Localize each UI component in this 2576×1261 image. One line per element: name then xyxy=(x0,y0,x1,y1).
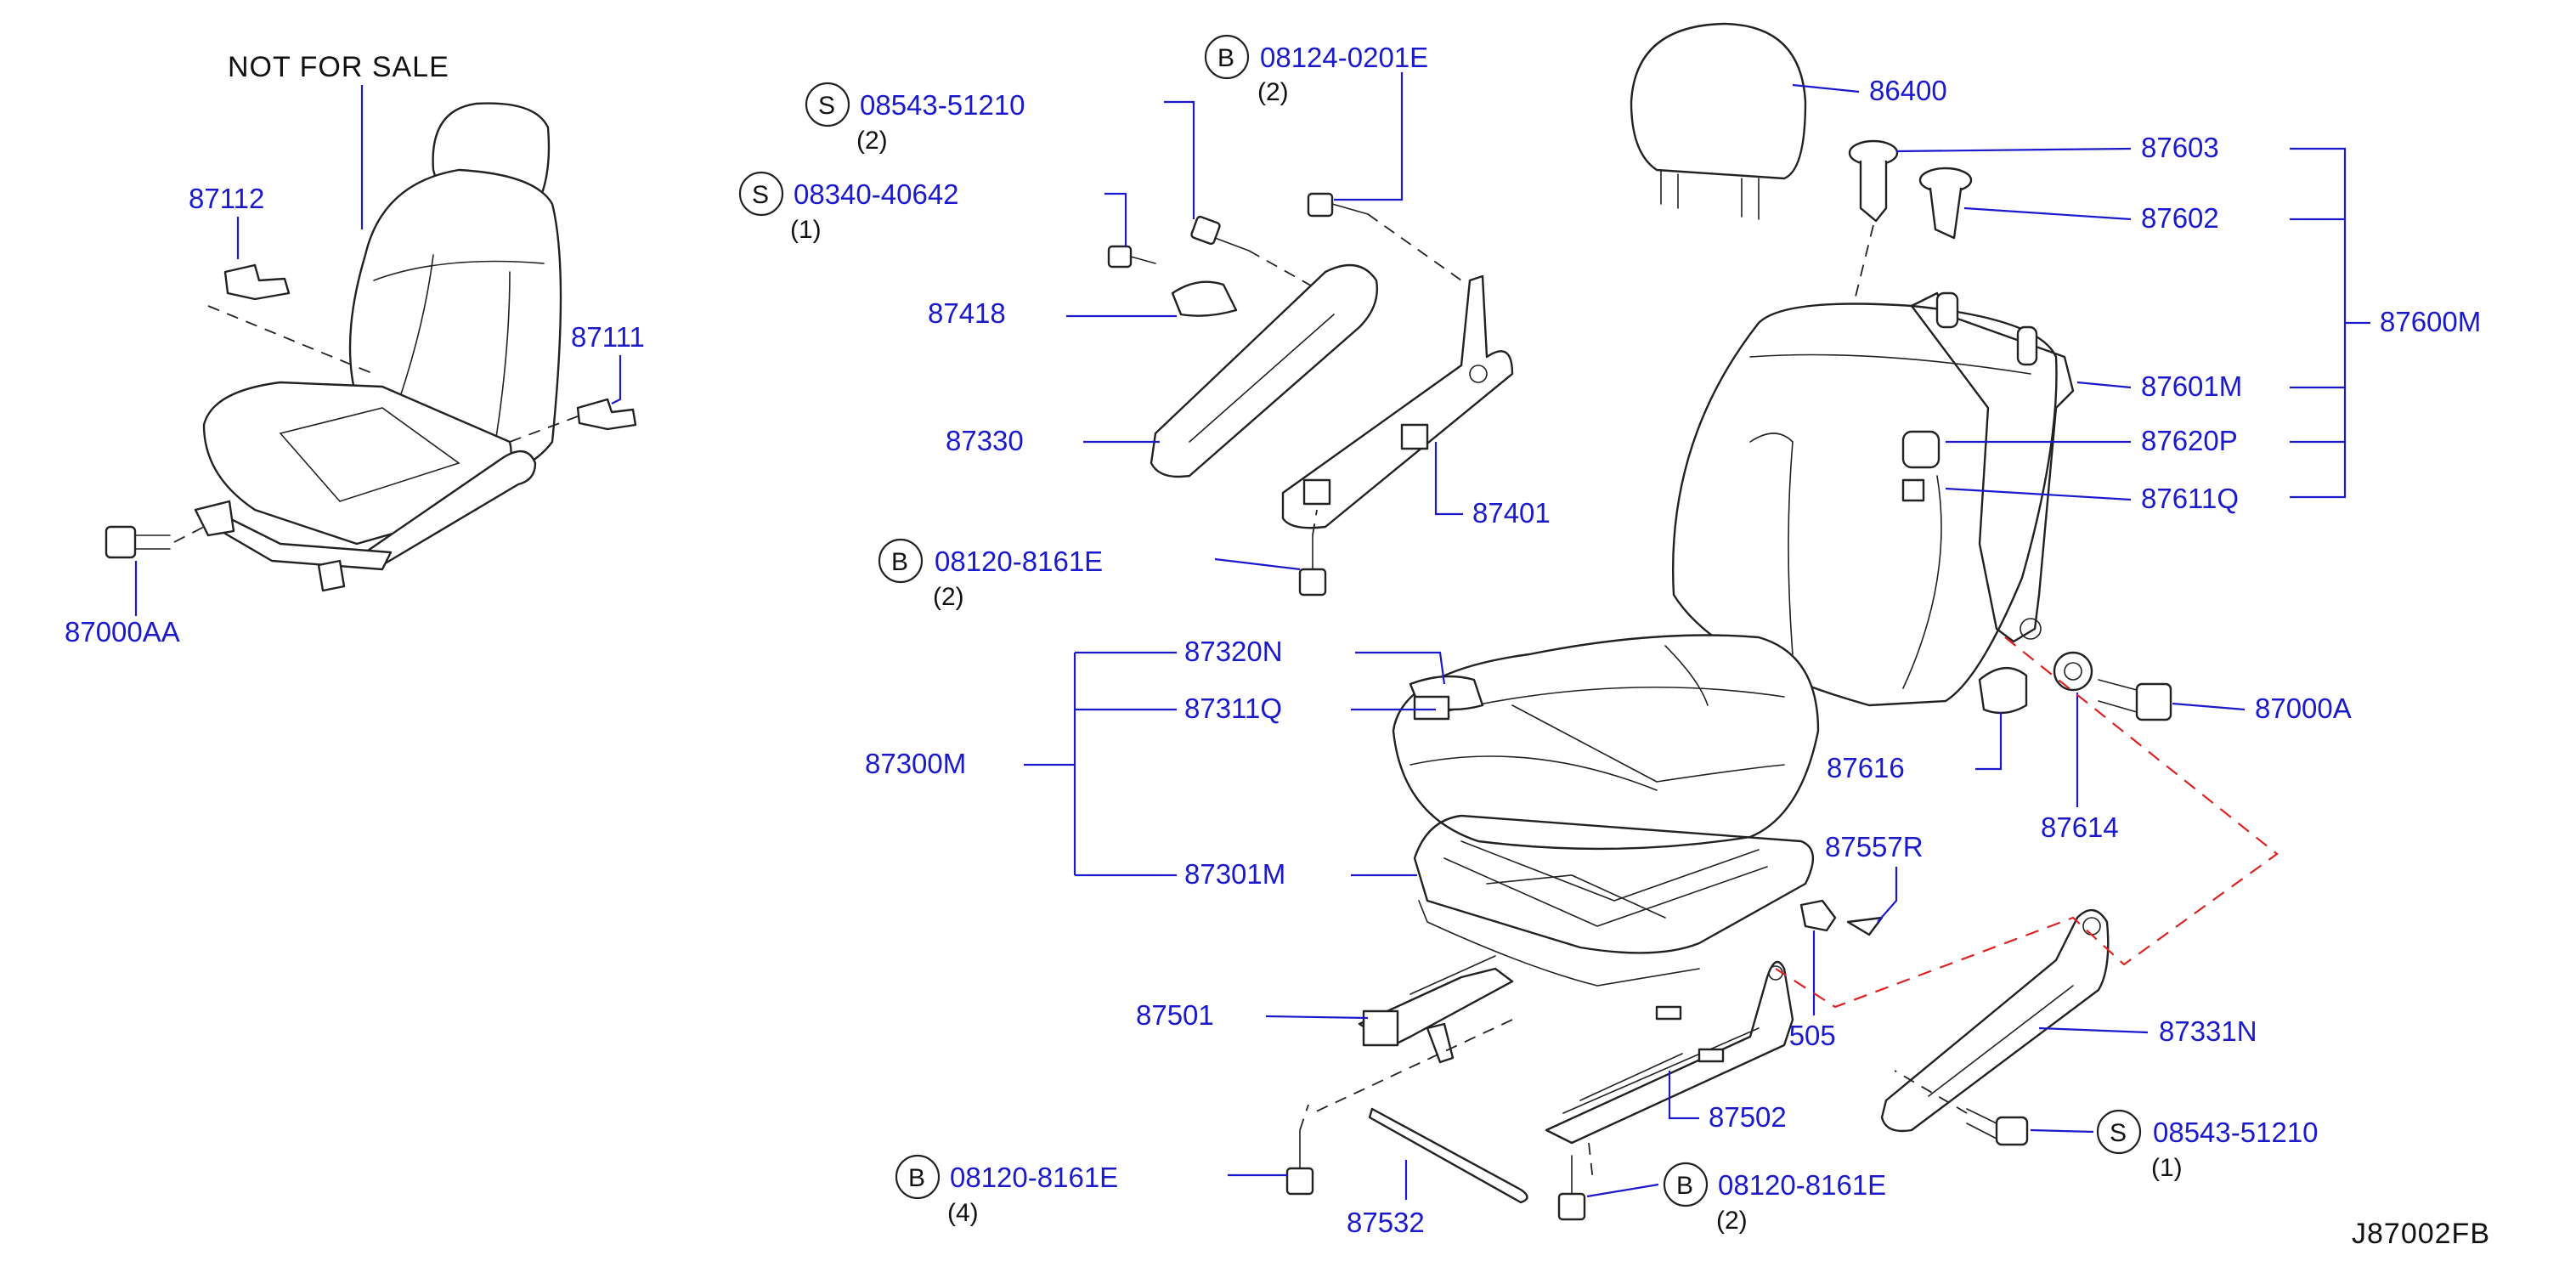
part-87616[interactable]: 87616 xyxy=(1827,752,1905,783)
svg-text:(2): (2) xyxy=(1716,1207,1748,1235)
cover-87331N-shape xyxy=(1880,909,2110,1133)
fastener-s2[interactable]: S 08340-40642 (1) xyxy=(738,171,959,244)
fastener-s1[interactable]: S 08543-51210 (2) xyxy=(805,82,1025,155)
svg-text:08120-8161E: 08120-8161E xyxy=(950,1162,1118,1193)
part-87602[interactable]: 87602 xyxy=(2141,202,2219,234)
clip-87611Q-shape xyxy=(1901,478,1925,502)
rail-87501-shape xyxy=(1358,955,1514,1064)
knob-87620P-shape xyxy=(1901,430,1940,469)
svg-text:(4): (4) xyxy=(947,1199,979,1227)
part-87331N[interactable]: 87331N xyxy=(2159,1015,2257,1047)
part-87401-shape xyxy=(1281,274,1514,529)
diagram-code: J87002FB xyxy=(2352,1218,2490,1250)
svg-text:(2): (2) xyxy=(1257,78,1289,106)
part-87418[interactable]: 87418 xyxy=(928,297,1006,329)
part-87532[interactable]: 87532 xyxy=(1347,1207,1425,1238)
svg-text:B: B xyxy=(891,548,908,576)
part-87000A[interactable]: 87000A xyxy=(2255,693,2352,724)
part-87502[interactable]: 87502 xyxy=(1709,1101,1787,1133)
part-87112[interactable]: 87112 xyxy=(189,183,264,214)
handle-87532-shape xyxy=(1368,1107,1528,1204)
bolt-b3-icon xyxy=(1285,1129,1314,1196)
part-87501[interactable]: 87501 xyxy=(1136,999,1214,1031)
part-87000AA[interactable]: 87000AA xyxy=(65,616,180,647)
fastener-b4[interactable]: B 08120-8161E (2) xyxy=(1663,1162,1886,1235)
fastener-s3[interactable]: S 08543-51210 (1) xyxy=(2096,1109,2319,1182)
svg-text:08124-0201E: 08124-0201E xyxy=(1260,42,1428,73)
svg-text:(1): (1) xyxy=(2151,1154,2183,1182)
svg-text:S: S xyxy=(2110,1119,2127,1147)
seat-assembly-thumbnail: NOT FOR SALE xyxy=(105,51,637,592)
part-87601M[interactable]: 87601M xyxy=(2141,370,2242,402)
rail-87502-shape xyxy=(1545,960,1794,1145)
svg-text:08543-51210: 08543-51210 xyxy=(2153,1117,2319,1148)
fastener-b3[interactable]: B 08120-8161E (4) xyxy=(895,1154,1118,1227)
clip-87111 xyxy=(576,398,637,431)
svg-text:B: B xyxy=(1217,44,1234,72)
part-87330[interactable]: 87330 xyxy=(946,425,1024,456)
clip-87311Q-shape xyxy=(1413,695,1450,721)
fastener-b1[interactable]: B 08124-0201E (2) xyxy=(1204,34,1428,106)
part-87401[interactable]: 87401 xyxy=(1472,497,1551,529)
bolt-87000AA xyxy=(105,525,137,559)
screw-s2-icon xyxy=(1107,245,1156,269)
cushion-87300M-shape xyxy=(1392,634,1820,851)
svg-text:(1): (1) xyxy=(790,216,822,244)
guide-87602-shape xyxy=(1918,167,1973,240)
bushing-87614-shape xyxy=(2053,651,2093,692)
bolt-87000A-shape xyxy=(2098,679,2172,721)
svg-text:S: S xyxy=(752,181,769,209)
bolt-b1-icon xyxy=(1307,192,1369,218)
part-87301M[interactable]: 87301M xyxy=(1184,858,1285,890)
part-87330-shape xyxy=(1150,263,1378,478)
part-87611Q[interactable]: 87611Q xyxy=(2141,483,2239,514)
bolt-b4-icon xyxy=(1557,1155,1586,1221)
part-87311Q[interactable]: 87311Q xyxy=(1184,693,1282,724)
svg-text:08120-8161E: 08120-8161E xyxy=(1718,1169,1886,1201)
part-87111[interactable]: 87111 xyxy=(571,321,645,353)
guide-87603-shape xyxy=(1848,139,1899,223)
part-87603[interactable]: 87603 xyxy=(2141,132,2219,163)
part-87557R[interactable]: 87557R xyxy=(1825,831,1924,862)
part-86400[interactable]: 86400 xyxy=(1869,75,1947,106)
headrest-86400-shape xyxy=(1630,22,1807,220)
bolt-b2-icon xyxy=(1298,534,1327,597)
part-87418-shape xyxy=(1171,280,1238,317)
svg-text:S: S xyxy=(818,92,835,120)
part-87600M[interactable]: 87600M xyxy=(2380,306,2481,337)
clip-87505-shape xyxy=(1799,899,1837,932)
thumb-bracket-left xyxy=(194,500,235,537)
fastener-b2[interactable]: B 08120-8161E (2) xyxy=(878,538,1103,611)
clip-87557R-shape xyxy=(1846,916,1884,936)
part-87320N[interactable]: 87320N xyxy=(1184,636,1283,667)
screw-s3-icon xyxy=(1966,1108,2029,1146)
seatback-87600M-shape xyxy=(1672,291,2075,707)
svg-text:08340-40642: 08340-40642 xyxy=(794,178,959,210)
cap-87616-shape xyxy=(1978,666,2028,715)
thumb-side-cover xyxy=(364,450,537,567)
svg-text:B: B xyxy=(1676,1172,1693,1200)
svg-text:B: B xyxy=(908,1164,925,1192)
svg-text:08120-8161E: 08120-8161E xyxy=(935,546,1103,577)
clip-87112 xyxy=(223,263,291,301)
cushion-frame-87301M-shape xyxy=(1413,814,1815,987)
svg-text:08543-51210: 08543-51210 xyxy=(860,89,1025,121)
thumb-bracket-front xyxy=(317,559,346,592)
svg-text:(2): (2) xyxy=(933,583,964,611)
part-87620P[interactable]: 87620P xyxy=(2141,425,2238,456)
part-87614[interactable]: 87614 xyxy=(2041,811,2119,843)
screw-s1-icon xyxy=(1190,215,1250,252)
part-87300M[interactable]: 87300M xyxy=(865,748,966,779)
not-for-sale-note: NOT FOR SALE xyxy=(228,51,449,83)
svg-text:(2): (2) xyxy=(856,127,888,155)
